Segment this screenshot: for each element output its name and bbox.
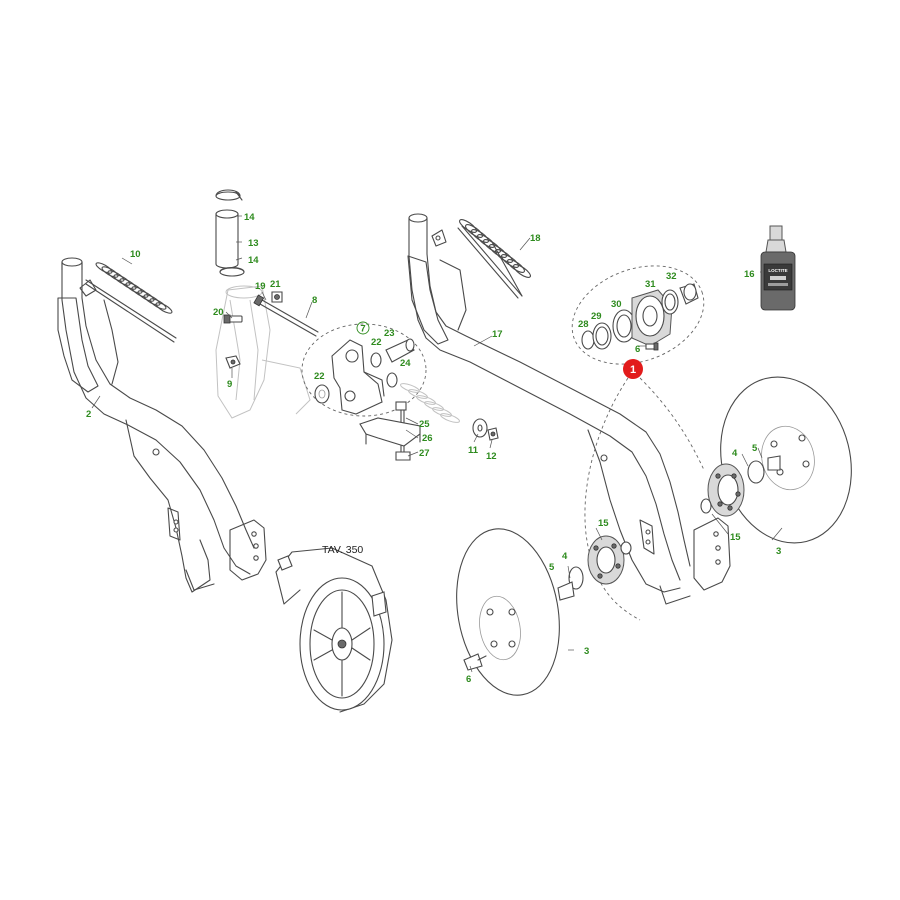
washer-nut-11-12[interactable] xyxy=(472,418,499,441)
bearing-kit[interactable] xyxy=(581,283,699,351)
callout-20: 20 xyxy=(213,307,224,318)
callout-8: 8 xyxy=(312,295,317,306)
callout-4b: 4 xyxy=(562,551,568,562)
hub-right[interactable] xyxy=(700,455,781,517)
callout-3b: 3 xyxy=(584,646,589,657)
bolt-6-lower[interactable] xyxy=(463,653,487,671)
callout-2: 2 xyxy=(86,409,91,420)
spring-10[interactable] xyxy=(85,261,177,343)
pivot-block-7[interactable] xyxy=(314,338,415,415)
callout-17: 17 xyxy=(492,329,503,340)
callout-27: 27 xyxy=(419,448,430,459)
gauge-wheel[interactable] xyxy=(275,547,393,713)
callout-30: 30 xyxy=(611,299,622,310)
assembly-outline-7 xyxy=(301,323,427,417)
callout-5b: 5 xyxy=(549,562,555,573)
callout-7: 7 xyxy=(360,324,365,335)
hardware-20-21-8-9[interactable] xyxy=(223,291,319,369)
callout-5a: 5 xyxy=(752,443,758,454)
leader-lines xyxy=(91,215,783,673)
callout-16: 16 xyxy=(744,269,755,280)
pin-bushing-13[interactable] xyxy=(215,189,245,277)
callout-9: 9 xyxy=(227,379,232,390)
spring-ghost-center xyxy=(400,383,460,423)
frame-arm-left[interactable] xyxy=(57,257,267,593)
callout-13: 13 xyxy=(248,238,259,249)
svg-text:LOCTITE: LOCTITE xyxy=(768,268,787,273)
callout-3a: 3 xyxy=(776,546,781,557)
callout-28: 28 xyxy=(578,319,589,330)
callout-23: 23 xyxy=(384,328,395,339)
callout-18: 18 xyxy=(530,233,541,244)
hub-left[interactable] xyxy=(557,535,632,601)
spring-18[interactable] xyxy=(457,217,532,299)
callout-25: 25 xyxy=(419,419,430,430)
callout-22b: 22 xyxy=(314,371,325,382)
frame-arm-center[interactable] xyxy=(407,213,731,605)
callout-14a: 14 xyxy=(244,212,255,223)
callout-31: 31 xyxy=(645,279,656,290)
callout-6a: 6 xyxy=(635,344,640,355)
callout-12: 12 xyxy=(486,451,497,462)
callout-11: 11 xyxy=(468,445,479,456)
assembly-badge[interactable]: 1 xyxy=(623,359,643,379)
callout-32: 32 xyxy=(666,271,677,282)
callout-26: 26 xyxy=(422,433,433,444)
callout-24: 24 xyxy=(400,358,411,369)
reference-label: TAV. 350 xyxy=(322,544,363,556)
callout-15b: 15 xyxy=(598,518,609,529)
callout-labels: 10 2 14 13 14 19 21 20 8 9 7 23 22 24 22… xyxy=(86,212,781,685)
callout-10: 10 xyxy=(130,249,141,260)
clamp-25-26-27[interactable] xyxy=(359,401,421,461)
callout-21: 21 xyxy=(270,279,281,290)
callout-15a: 15 xyxy=(730,532,741,543)
callout-4a: 4 xyxy=(732,448,738,459)
callout-19: 19 xyxy=(255,281,266,292)
loctite-bottle[interactable]: LOCTITE xyxy=(760,225,796,311)
bearing-kit-outline xyxy=(571,265,705,365)
callout-29: 29 xyxy=(591,311,602,322)
callout-7-ring xyxy=(356,321,370,335)
callout-6b: 6 xyxy=(466,674,471,685)
callout-22a: 22 xyxy=(371,337,382,348)
disc-left[interactable] xyxy=(444,521,572,704)
badge-link-outline xyxy=(584,377,705,621)
callout-14b: 14 xyxy=(248,255,259,266)
svg-text:1: 1 xyxy=(630,364,636,376)
disc-right[interactable] xyxy=(704,363,869,557)
